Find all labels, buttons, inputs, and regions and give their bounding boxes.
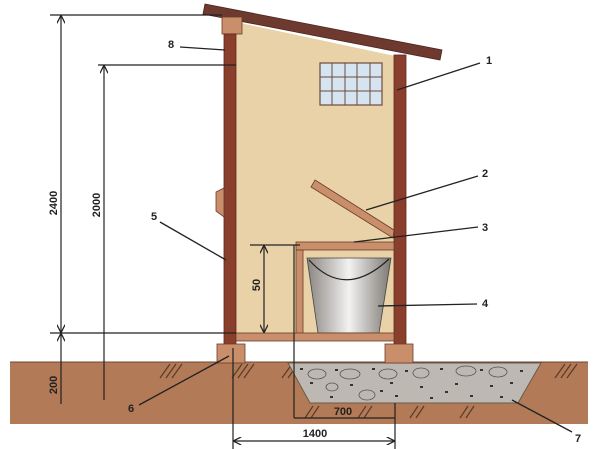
callout-1: 1 [486,55,492,67]
callout-5: 5 [151,211,157,223]
dim-label-50: 50 [251,279,263,291]
dim-label-2000: 2000 [91,193,103,217]
bucket-handle [308,258,390,281]
gravel-dots [300,368,523,399]
seat-lid [310,179,395,239]
floor [235,332,395,342]
gravel-fill [307,365,508,401]
door-handle-block [215,187,225,218]
seat-leg [295,249,304,335]
callout-4: 4 [482,298,489,310]
left-post [223,33,237,346]
top-beam-block [221,16,243,35]
extension-lines [50,14,396,449]
callout-2: 2 [482,168,488,180]
dim-label-200: 200 [48,376,60,394]
window [319,62,383,106]
ground-hatching [159,363,578,419]
seat-top [295,241,395,251]
callout-8: 8 [168,39,174,51]
callout-3: 3 [482,222,488,234]
dim-label-700: 700 [334,406,352,418]
cesspit [287,362,542,404]
leader-lines [138,46,573,433]
dim-label-1400: 1400 [303,428,327,440]
callout-6: 6 [128,403,134,415]
roof [202,3,443,61]
right-footing [384,343,414,364]
callout-7: 7 [575,433,581,445]
dim-label-2400: 2400 [48,191,60,215]
